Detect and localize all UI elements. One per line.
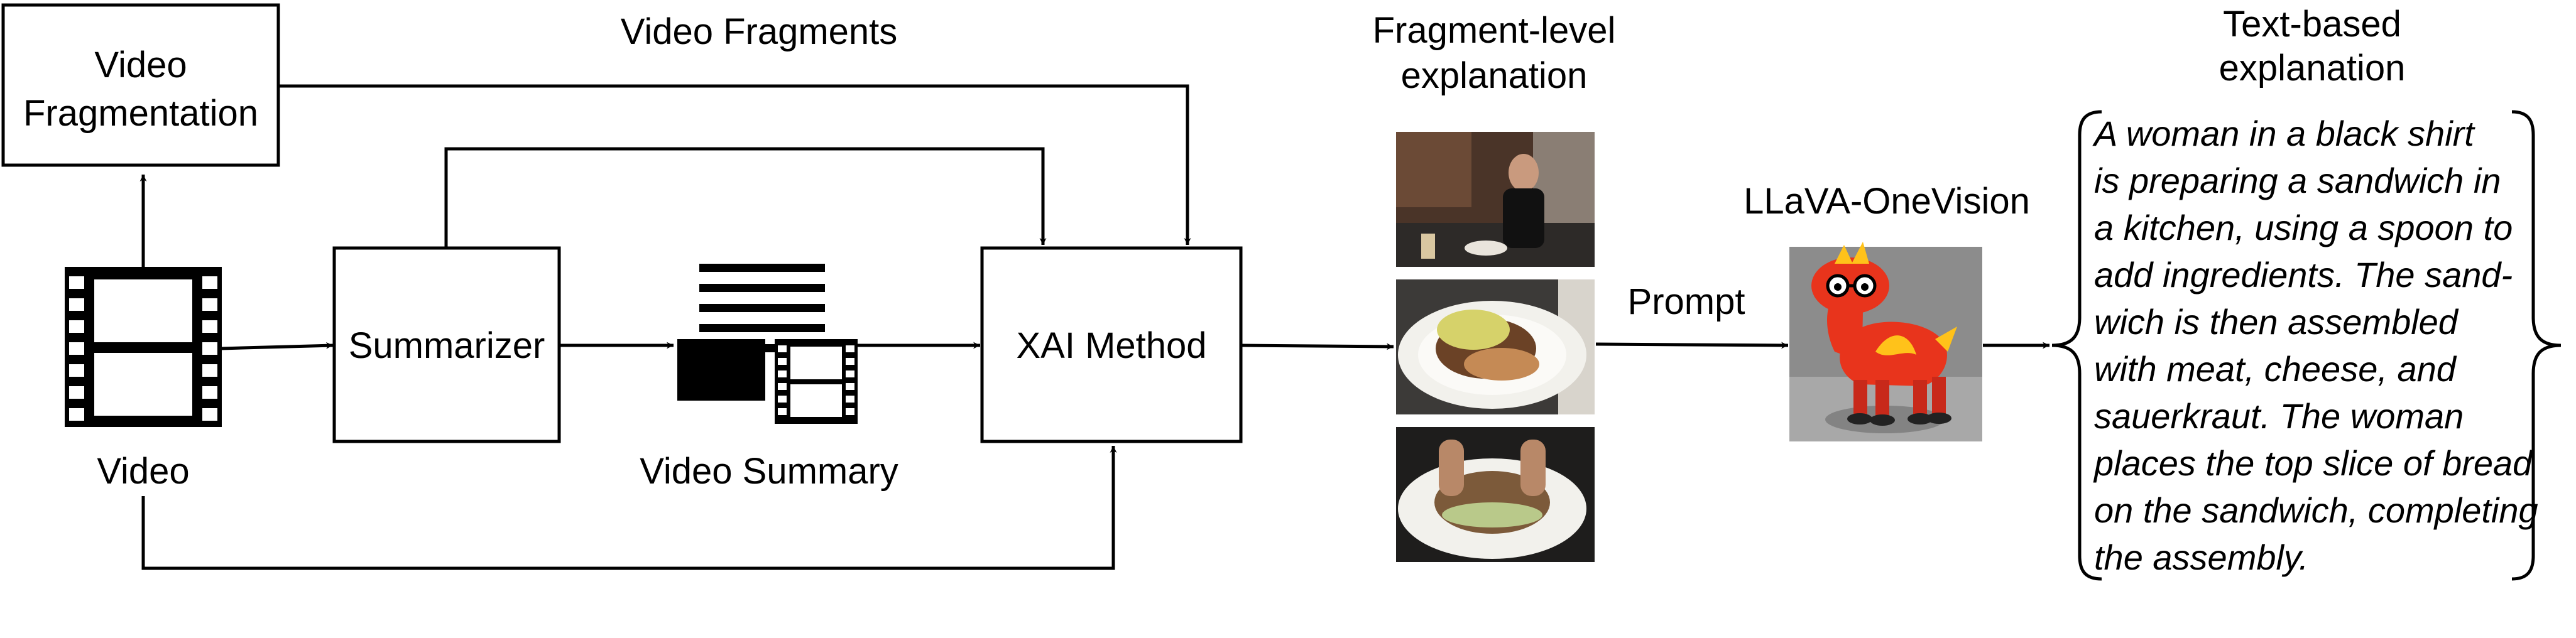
text-based-label-2: explanation (2219, 48, 2406, 89)
arrow-video-loop-to-xai (141, 446, 1117, 570)
fragment-level-label-1: Fragment-level (1373, 10, 1616, 51)
explanation-line: with meat, cheese, and (2094, 349, 2457, 389)
explanation-line: add ingredients. The sand- (2094, 255, 2513, 295)
small-film-strip-icon (775, 339, 858, 424)
explanation-line: A woman in a black shirt (2092, 114, 2475, 153)
summarizer-box (332, 246, 561, 443)
video-fragmentation-label-2: Fragmentation (23, 93, 258, 134)
xai-method-box (980, 246, 1243, 443)
video-summary-label: Video Summary (640, 451, 898, 492)
explanation-line: wich is then assembled (2094, 302, 2459, 342)
explanation-line: the assembly. (2094, 538, 2308, 577)
explanation-line: is preparing a sandwich in (2094, 161, 2501, 200)
arrow-fragments-to-xai (278, 84, 1191, 245)
arrow-xai-to-fragments (1240, 343, 1394, 350)
fragment-level-label-2: explanation (1401, 55, 1588, 96)
video-label: Video (97, 451, 189, 492)
fragment-image-2 (1396, 279, 1595, 414)
fragment-image-3 (1396, 427, 1595, 562)
llava-label: LLaVA-OneVision (1744, 181, 2030, 222)
xai-method-label: XAI Method (1016, 325, 1206, 366)
fragment-image-1 (1396, 132, 1595, 267)
explanation-line: a kitchen, using a spoon to (2094, 208, 2513, 247)
connectors (139, 84, 2049, 570)
video-fragmentation-label-1: Video (94, 45, 187, 85)
arrow-summarizer-to-xai (444, 147, 1047, 247)
arrow-prompt-to-llava (1595, 342, 1789, 349)
document-lines-icon (677, 264, 858, 424)
llava-mascot-icon (1789, 242, 1982, 441)
arrow-video-to-summarizer (221, 342, 334, 350)
film-strip-icon (65, 267, 222, 427)
text-based-label-1: Text-based (2223, 4, 2401, 45)
explanation-line: on the sandwich, completing (2094, 490, 2538, 530)
video-fragmentation-box (1, 3, 280, 167)
video-fragments-label: Video Fragments (621, 11, 898, 52)
summarizer-label: Summarizer (349, 325, 545, 366)
left-curly-brace (2051, 110, 2102, 581)
explanation-line: places the top slice of bread (2093, 443, 2533, 483)
text-based-explanation: A woman in a black shirt is preparing a … (2092, 114, 2538, 577)
right-curly-brace (2511, 110, 2562, 581)
explanation-line: sauerkraut. The woman (2094, 396, 2464, 436)
prompt-label: Prompt (1628, 281, 1745, 322)
